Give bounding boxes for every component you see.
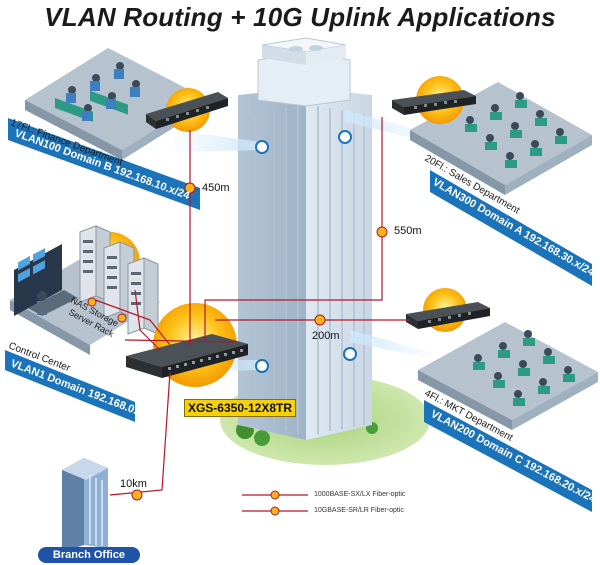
- beam-mkt: [350, 330, 430, 358]
- switch-model-badge: XGS-6350-12X8TR: [184, 399, 296, 417]
- sales-vlan-label: VLAN300 Domain A 192.168.30.x/24: [431, 176, 598, 279]
- branch-office-badge: Branch Office: [38, 547, 140, 563]
- link-branch: [109, 371, 171, 496]
- transceiver-markers: [87, 182, 388, 501]
- control-center: [10, 244, 160, 355]
- distance-finance: 450m: [202, 182, 230, 194]
- beam-finance: [175, 130, 260, 152]
- office-tower: [238, 37, 372, 440]
- control-banner: [5, 350, 135, 422]
- legend-marker-1g: [270, 490, 280, 500]
- mkt-banner: [424, 400, 592, 512]
- fiber-links: [89, 117, 410, 496]
- legend-label-10g: 10GBASE-SR/LR Fiber-optic: [314, 507, 404, 514]
- distance-sales: 550m: [394, 225, 422, 237]
- link-sales: [204, 117, 383, 340]
- sales-switch: [392, 90, 476, 115]
- branch-building: [62, 458, 108, 552]
- floor-node-sales: [338, 130, 352, 144]
- distance-branch: 10km: [120, 478, 147, 490]
- sales-banner: [430, 170, 592, 286]
- distance-mkt: 200m: [312, 330, 340, 342]
- nas-server-racks: [79, 225, 159, 335]
- beam-sales: [345, 110, 430, 142]
- legend-label-1g: 1000BASE-SX/LX Fiber-optic: [314, 491, 406, 498]
- link-nas-2: [89, 297, 171, 346]
- finance-switch: [146, 92, 228, 129]
- link-control: [124, 339, 236, 343]
- page-title: VLAN Routing + 10G Uplink Applications: [44, 2, 556, 32]
- mkt-switch: [406, 302, 490, 329]
- control-vlan-label: VLAN1 Domain 192.168.0.x: [9, 358, 145, 420]
- floor-node-finance: [255, 140, 269, 154]
- mkt-office: [418, 322, 598, 430]
- link-nas-1: [134, 289, 161, 351]
- legend-marker-10g: [270, 506, 280, 516]
- legend: [242, 490, 308, 516]
- finance-banner: [8, 118, 200, 210]
- floor-node-mkt: [343, 347, 357, 361]
- floor-node-core: [255, 359, 269, 373]
